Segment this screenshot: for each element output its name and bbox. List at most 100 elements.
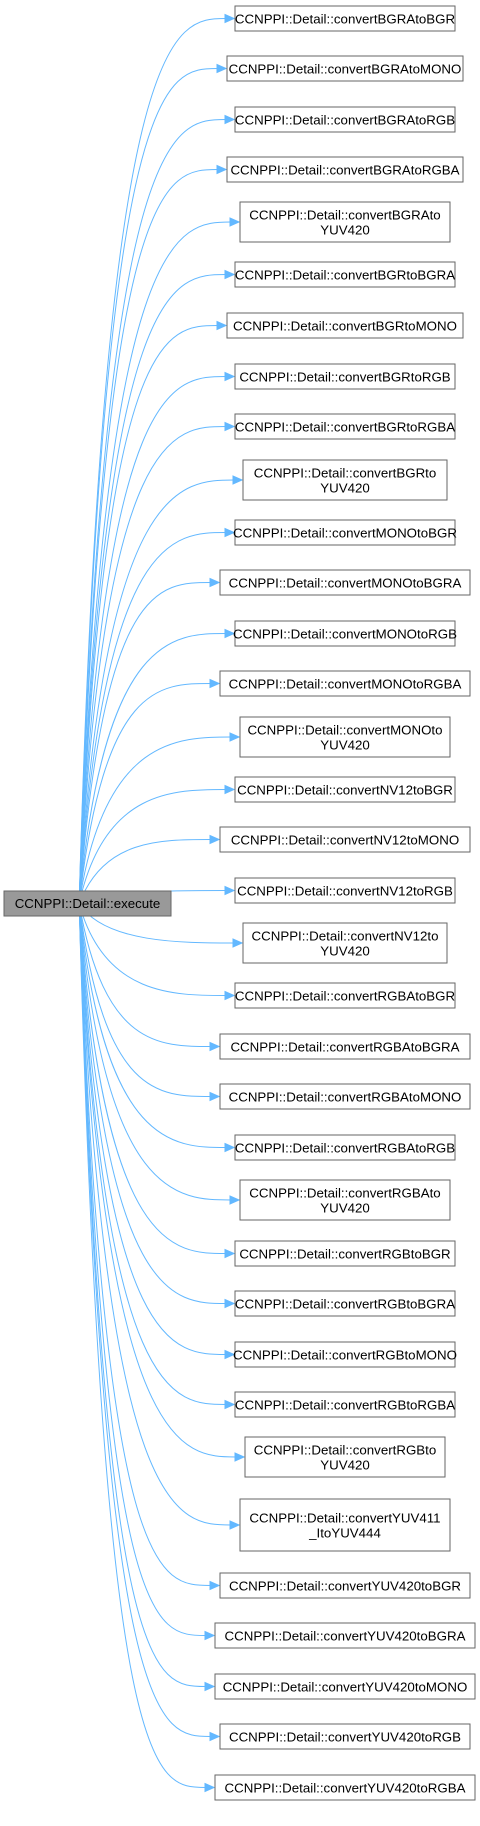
callee-node[interactable]: CCNPPI::Detail::convertRGBAtoMONO xyxy=(219,1083,471,1110)
call-edge xyxy=(78,903,232,1201)
callee-node-box[interactable] xyxy=(219,670,471,697)
callee-node[interactable]: CCNPPI::Detail::convertBGRtoBGRA xyxy=(234,261,456,288)
root-node-label: CCNPPI::Detail::execute xyxy=(15,896,161,911)
callee-node[interactable]: CCNPPI::Detail::convertYUV420toBGRA xyxy=(214,1622,476,1649)
root-node[interactable]: CCNPPI::Detail::execute xyxy=(3,890,172,917)
call-edge xyxy=(78,903,227,1355)
call-edge xyxy=(78,903,227,996)
call-edge xyxy=(78,903,227,1148)
callee-node[interactable]: CCNPPI::Detail::convertNV12toMONO xyxy=(219,826,471,853)
callee-node-box[interactable] xyxy=(234,106,456,133)
callee-node-box[interactable] xyxy=(242,922,448,964)
callee-node[interactable]: CCNPPI::Detail::convertMONOtoBGR xyxy=(233,519,457,546)
call-edge xyxy=(78,633,227,904)
call-edge xyxy=(78,903,212,1586)
callee-node-box[interactable] xyxy=(239,1498,451,1552)
callee-node[interactable]: CCNPPI::Detail::convertRGBtoBGR xyxy=(234,1240,456,1267)
callee-node-box[interactable] xyxy=(214,1673,476,1700)
edge-arrowhead-icon xyxy=(209,1091,221,1102)
callee-node-box[interactable] xyxy=(234,1134,456,1161)
callee-node-label: CCNPPI::Detail::convertRGBAtoMONO xyxy=(229,1090,462,1105)
callee-node-box[interactable] xyxy=(214,1622,476,1649)
callee-node-box[interactable] xyxy=(226,312,464,339)
root-node-box[interactable] xyxy=(3,890,172,917)
callee-node[interactable]: CCNPPI::Detail::convertNV12toRGB xyxy=(234,877,456,904)
callee-node-box[interactable] xyxy=(219,1083,471,1110)
callee-node-label: CCNPPI::Detail::convertYUV420toRGBA xyxy=(225,1781,466,1796)
callee-node-label: CCNPPI::Detail::convertNV12toBGR xyxy=(237,783,453,798)
callee-node[interactable]: CCNPPI::Detail::convertMONOtoBGRA xyxy=(219,569,471,596)
edge-arrowhead-icon xyxy=(216,63,228,74)
edge-arrowhead-icon xyxy=(224,1298,236,1309)
edge-arrowhead-icon xyxy=(224,371,236,382)
callee-node[interactable]: CCNPPI::Detail::convertBGRtoRGB xyxy=(234,363,456,390)
callee-node[interactable]: CCNPPI::Detail::convertMONOtoRGB xyxy=(233,620,457,647)
callee-node-box[interactable] xyxy=(244,1436,446,1478)
callee-node[interactable]: CCNPPI::Detail::convertYUV420toRGB xyxy=(219,1723,471,1750)
callee-node-box[interactable] xyxy=(234,776,456,803)
callee-node[interactable]: CCNPPI::Detail::convertYUV420toRGBA xyxy=(214,1774,476,1801)
callee-node-box[interactable] xyxy=(234,5,456,32)
callee-node-label: CCNPPI::Detail::convertRGBtoBGR xyxy=(239,1247,450,1262)
callee-node-box[interactable] xyxy=(234,1240,456,1267)
callee-node[interactable]: CCNPPI::Detail::convertRGBAtoRGB xyxy=(234,1134,456,1161)
callee-node[interactable]: CCNPPI::Detail::convertBGRAtoRGB xyxy=(234,106,456,133)
callee-node-box[interactable] xyxy=(219,1033,471,1060)
callee-node-box[interactable] xyxy=(239,1179,451,1221)
callee-node[interactable]: CCNPPI::Detail::convertNV12toBGR xyxy=(234,776,456,803)
callee-node[interactable]: CCNPPI::Detail::convertBGRAtoBGR xyxy=(234,5,456,32)
callee-node-box[interactable] xyxy=(234,363,456,390)
callee-node-box[interactable] xyxy=(234,261,456,288)
edge-arrowhead-icon xyxy=(224,885,236,896)
callee-node[interactable]: CCNPPI::Detail::convertRGBAtoBGRA xyxy=(219,1033,471,1060)
callee-node[interactable]: CCNPPI::Detail::convertRGBtoBGRA xyxy=(234,1290,456,1317)
callee-node-box[interactable] xyxy=(234,1341,456,1368)
callee-node-box[interactable] xyxy=(239,201,451,243)
callee-node-label: _ItoYUV444 xyxy=(308,1526,381,1541)
callee-node-box[interactable] xyxy=(234,413,456,440)
callee-node[interactable]: CCNPPI::Detail::convertYUV420toMONO xyxy=(214,1673,476,1700)
callee-node-label: YUV420 xyxy=(320,223,370,238)
callee-node[interactable]: CCNPPI::Detail::convertRGBtoMONO xyxy=(233,1341,457,1368)
edge-arrowhead-icon xyxy=(224,13,236,24)
callee-node-label: CCNPPI::Detail::convertBGRAtoMONO xyxy=(229,62,462,77)
callee-node[interactable]: CCNPPI::Detail::convertBGRAtoRGBA xyxy=(226,156,464,183)
callee-node-label: CCNPPI::Detail::convertBGRtoRGB xyxy=(239,370,450,385)
callee-node-box[interactable] xyxy=(219,826,471,853)
callee-node-box[interactable] xyxy=(214,1774,476,1801)
callee-node[interactable]: CCNPPI::Detail::convertYUV420toBGR xyxy=(219,1572,471,1599)
call-edge xyxy=(78,903,207,1636)
callee-node-box[interactable] xyxy=(234,620,456,647)
callee-node[interactable]: CCNPPI::Detail::convertRGBAtoBGR xyxy=(234,982,456,1009)
callee-node-box[interactable] xyxy=(219,569,471,596)
callee-node-box[interactable] xyxy=(234,519,456,546)
callee-node[interactable]: CCNPPI::Detail::convertMONOtoRGBA xyxy=(219,670,471,697)
callee-node[interactable]: CCNPPI::Detail::convertBGRtoRGBA xyxy=(234,413,456,440)
callee-node-box[interactable] xyxy=(242,459,448,501)
edge-arrowhead-icon xyxy=(224,784,236,795)
callee-node-box[interactable] xyxy=(234,982,456,1009)
call-edge xyxy=(78,903,212,1737)
callee-node-box[interactable] xyxy=(234,1290,456,1317)
callee-node-box[interactable] xyxy=(239,716,451,758)
callee-node[interactable]: CCNPPI::Detail::convertBGRAtoMONO xyxy=(226,55,464,82)
callee-node-label: CCNPPI::Detail::convertRGBAtoBGR xyxy=(235,989,455,1004)
callee-node-box[interactable] xyxy=(226,55,464,82)
callee-node-label: YUV420 xyxy=(320,1201,370,1216)
call-edges xyxy=(78,13,246,1793)
callee-node-box[interactable] xyxy=(219,1572,471,1599)
callee-node[interactable]: CCNPPI::Detail::convertRGBtoRGBA xyxy=(234,1391,456,1418)
callee-node-box[interactable] xyxy=(234,1391,456,1418)
edge-arrowhead-icon xyxy=(216,320,228,331)
callee-node-box[interactable] xyxy=(219,1723,471,1750)
callee-node[interactable]: CCNPPI::Detail::convertYUV411_ItoYUV444 xyxy=(239,1498,451,1552)
callee-node[interactable]: CCNPPI::Detail::convertBGRtoMONO xyxy=(226,312,464,339)
callee-node-box[interactable] xyxy=(226,156,464,183)
callee-node-box[interactable] xyxy=(234,877,456,904)
